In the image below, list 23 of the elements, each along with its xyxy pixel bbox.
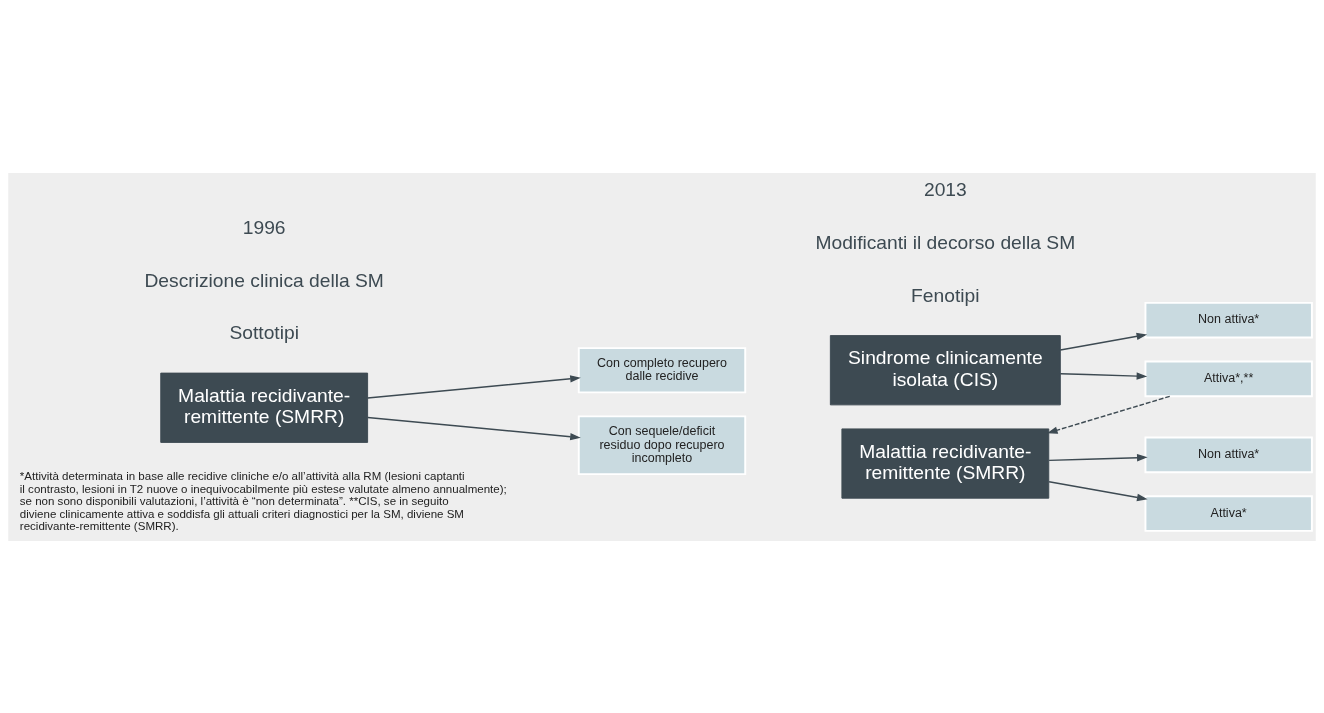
arrow bbox=[1059, 332, 1148, 351]
node-box: Attiva*,** bbox=[1144, 360, 1313, 397]
arrow bbox=[1047, 395, 1171, 434]
label: Modificanti il decorso della SM bbox=[815, 231, 1076, 253]
arrow bbox=[1059, 371, 1148, 380]
label: *Attività determinata in base alle recidive cliniche e/o all’attività alla RM (lesioni captanti il contrasto, lesioni in T2 nuove o inequivocabilmente più estese valutate almeno annualmente); se non sono disponibili valutazioni, l’attività è “non determinata”. **CIS, se in seguito diviene clinicamente attiva e soddisfa gli attuali criteri diagnostici per la SM, diviene SM recidivante-remittente (SMRR). bbox=[19, 469, 507, 532]
node-box: Non attiva* bbox=[1144, 436, 1313, 473]
arrow bbox=[1048, 453, 1148, 461]
node-box: Malattia recidivante-remittente (SMRR) bbox=[841, 427, 1050, 499]
node-box: Non attiva* bbox=[1144, 301, 1313, 338]
label: Descrizione clinica della SM bbox=[144, 269, 384, 291]
label: 1996 bbox=[242, 216, 286, 238]
node-box: Con completo recupero dalle recidive bbox=[577, 346, 747, 393]
arrow bbox=[366, 374, 581, 399]
label: Fenotipi bbox=[911, 284, 980, 306]
label: 2013 bbox=[923, 178, 967, 200]
node-box: Attiva* bbox=[1144, 494, 1313, 532]
node-box: Malattia recidivante-remittente (SMRR) bbox=[160, 372, 369, 443]
label: Sottotipi bbox=[229, 321, 299, 343]
arrow bbox=[366, 416, 581, 440]
node-box: Sindrome clinicamente isolata (CIS) bbox=[829, 334, 1061, 405]
arrow bbox=[1048, 480, 1148, 501]
node-box: Con sequele/deficit residuo dopo recupero incompleto bbox=[577, 414, 747, 475]
